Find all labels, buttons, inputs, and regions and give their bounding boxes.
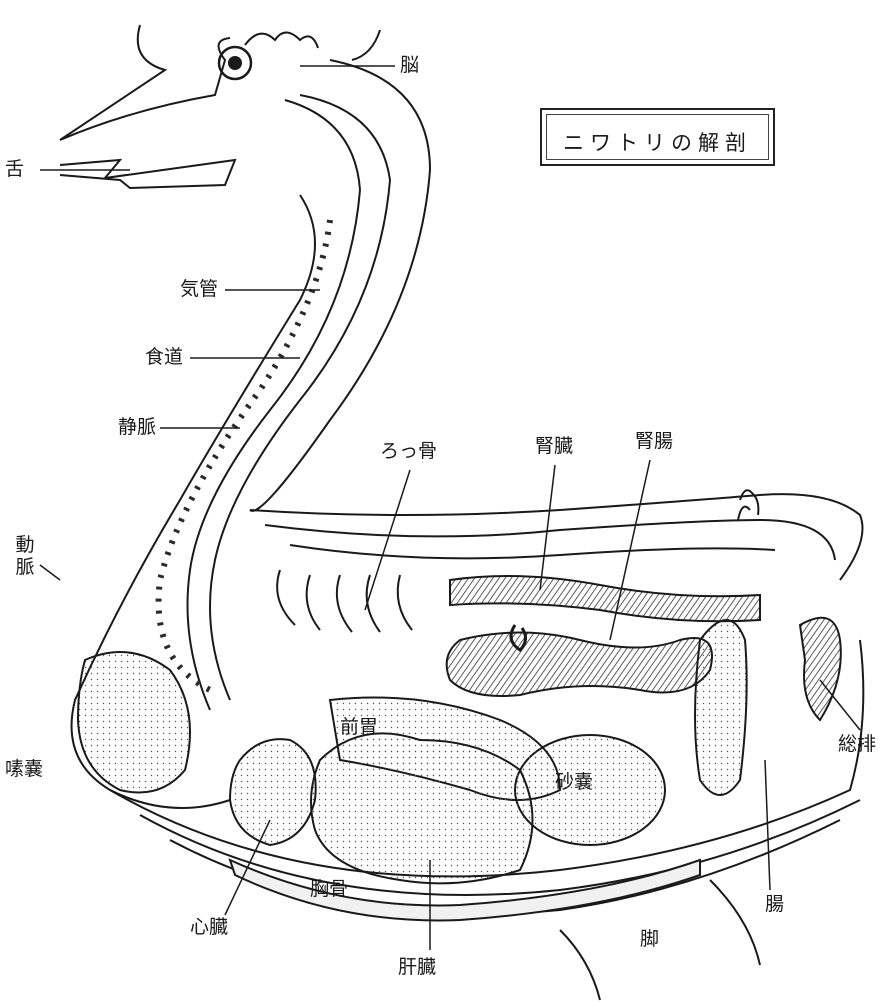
label-ribs: ろっ骨 [380,442,437,461]
tongue-shape [60,160,235,188]
label-leg: 脚 [640,930,659,949]
leg-line-1 [560,930,600,1000]
tail-feather [740,490,758,515]
label-intestine: 腸 [765,895,784,914]
comb-outline [245,33,318,49]
label-liver: 肝臓 [398,958,436,977]
label-gizzard: 砂嚢 [555,773,593,792]
crop-shape [78,652,190,793]
leg-line-2 [710,880,760,965]
kidney-shape [450,576,760,621]
intestine-loop [447,633,712,697]
label-artery: 動脈 [14,535,36,579]
label-crop: 嗉嚢 [5,760,43,779]
label-kidney: 腎臓 [535,437,573,456]
label-vein: 静脈 [118,418,156,437]
cloaca-shape [800,618,841,720]
ribs-group [277,570,412,632]
title-box: ニワトリの解剖 [540,108,775,166]
label-brain: 脳 [400,56,419,75]
beak-outline [60,25,230,140]
label-proventriculus: 前胃 [340,718,378,737]
label-trachea: 気管 [180,280,218,299]
back-outline [250,494,863,580]
diagram-title: ニワトリの解剖 [542,127,773,157]
label-esophagus: 食道 [145,348,183,367]
label-heart: 心臓 [190,918,228,937]
heart-shape [230,739,316,845]
label-sternum: 胸骨 [310,880,348,899]
label-cloaca: 総排 [838,735,876,754]
label-kidney-intestine: 腎腸 [635,432,673,451]
label-tongue: 舌 [5,160,24,179]
